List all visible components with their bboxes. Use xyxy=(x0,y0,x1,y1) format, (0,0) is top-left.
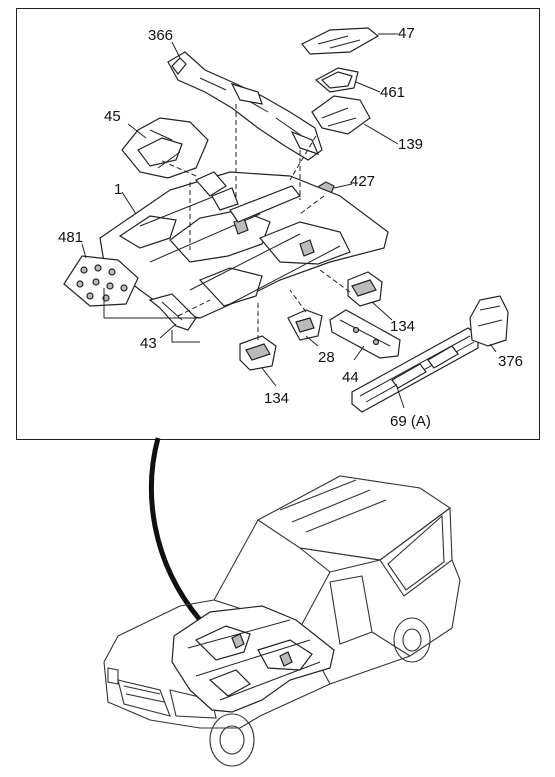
part-366[interactable] xyxy=(167,51,323,161)
callout-427: 427 xyxy=(350,173,375,190)
callout-leaders xyxy=(81,33,497,409)
callout-461: 461 xyxy=(380,84,405,101)
part-376[interactable] xyxy=(469,295,509,347)
part-47[interactable] xyxy=(301,27,380,55)
callout-481: 481 xyxy=(58,229,83,246)
callout-69a: 69 (A) xyxy=(390,413,431,430)
part-134-lower[interactable] xyxy=(239,335,277,371)
part-139[interactable] xyxy=(311,95,371,135)
parts-diagram-frame xyxy=(16,8,540,440)
callout-45: 45 xyxy=(104,108,121,125)
part-69a[interactable] xyxy=(351,327,479,413)
location-pointer xyxy=(149,437,202,622)
callout-labels: 366 47 461 45 139 427 1 481 134 43 28 44… xyxy=(58,25,523,430)
assembly-guide-lines xyxy=(103,104,351,343)
callout-134-upper: 134 xyxy=(390,318,415,335)
part-45[interactable] xyxy=(121,117,209,179)
part-461[interactable] xyxy=(314,67,359,93)
callout-134-lower: 134 xyxy=(264,390,289,407)
callout-376: 376 xyxy=(498,353,523,370)
vehicle-floor-highlight[interactable] xyxy=(171,605,335,713)
callout-366: 366 xyxy=(148,27,173,44)
callout-43: 43 xyxy=(140,335,157,352)
part-28[interactable] xyxy=(287,309,323,341)
callout-44: 44 xyxy=(342,369,359,386)
callout-1: 1 xyxy=(114,181,122,198)
part-481[interactable] xyxy=(63,255,139,307)
part-1-floor-pan[interactable] xyxy=(99,171,389,319)
callout-47: 47 xyxy=(398,25,415,42)
part-43[interactable] xyxy=(148,293,197,331)
callout-139: 139 xyxy=(398,136,423,153)
part-134-upper[interactable] xyxy=(347,271,383,307)
callout-28: 28 xyxy=(318,349,335,366)
part-44[interactable] xyxy=(329,309,401,359)
